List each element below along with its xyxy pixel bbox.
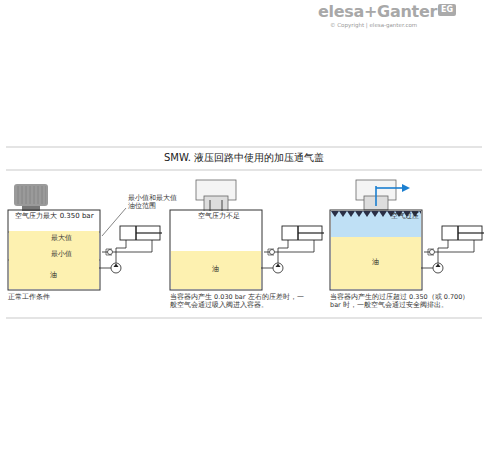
caption: 当容器内产生的过压超过 0.350（或 0.700）bar 时，一般空气会通过安…	[330, 293, 480, 309]
callout-label: 最小值和最大值 油位范围	[128, 194, 186, 210]
copyright-note: © Copyright | elesa-ganter.com	[330, 22, 417, 29]
caption: 当容器内产生 0.030 bar 左右的压差时，一般空气会通过吸入阀进入容器。	[170, 293, 310, 309]
oil-band: 油	[331, 237, 421, 289]
level-label: 最小值	[50, 250, 73, 258]
air-band: 空气过压	[331, 211, 421, 237]
node-text: 空气压力最大 0.350 bar	[15, 212, 93, 220]
node-text: 空气压力不足	[198, 212, 240, 220]
node-text: 油	[372, 258, 379, 266]
level-label: 最大值	[50, 234, 73, 242]
node-text: 油	[212, 265, 219, 273]
node-text: 空气过压	[391, 212, 419, 220]
node-text: 油	[50, 271, 57, 279]
caption: 正常工作条件	[8, 293, 108, 301]
diagram-title: SMW. 液压回路中使用的加压通气盖	[0, 152, 488, 165]
logo-badge: EG	[438, 4, 456, 16]
brand-logo: elesa+Ganter	[318, 2, 437, 22]
air-band: 空气压力不足	[171, 211, 261, 251]
air-band: 空气压力最大 0.350 bar	[9, 211, 99, 231]
oil-band: 油	[171, 251, 261, 289]
